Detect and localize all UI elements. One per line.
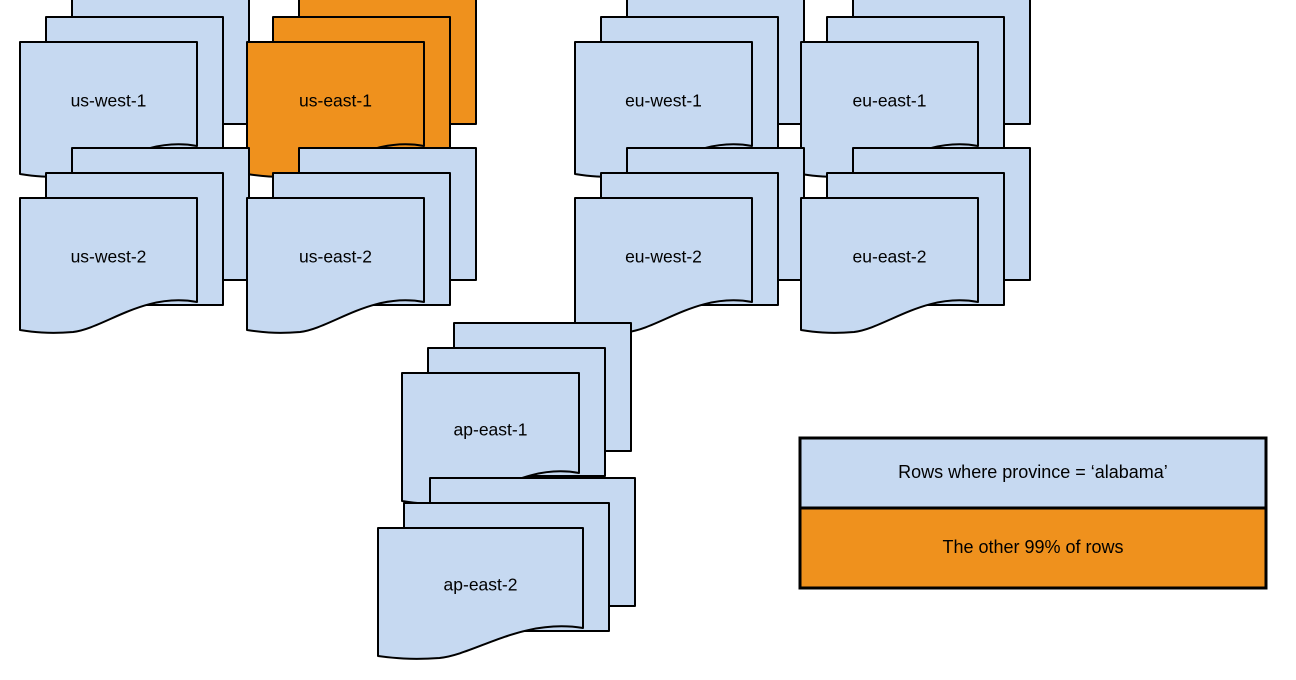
document-stack-eu-east-2[interactable]: eu-east-2 <box>800 147 1031 334</box>
document-stack-us-west-2[interactable]: us-west-2 <box>19 147 250 334</box>
stack-label-eu-east-1: eu-east-1 <box>853 91 927 111</box>
stack-label-us-east-1: us-east-1 <box>299 91 372 111</box>
document-stack-eu-west-2[interactable]: eu-west-2 <box>574 147 805 334</box>
stack-label-us-west-2: us-west-2 <box>71 247 147 267</box>
document-sheet-front <box>19 197 198 334</box>
stack-label-ap-east-2: ap-east-2 <box>444 575 518 595</box>
stack-label-us-west-1: us-west-1 <box>71 91 147 111</box>
document-stacks-group: us-west-1 us-east-1 eu-west-1 eu-east-1 us-w… <box>19 0 1031 660</box>
legend-group: Rows where province = ‘alabama’ The other… <box>798 436 1268 590</box>
document-stack-us-west-1[interactable]: us-west-1 <box>19 0 250 178</box>
document-sheet-front <box>377 527 584 660</box>
stack-label-eu-west-1: eu-west-1 <box>625 91 702 111</box>
document-sheet-front <box>246 197 425 334</box>
stack-label-ap-east-1: ap-east-1 <box>454 420 528 440</box>
legend-swatch-rows-alabama <box>798 436 1268 510</box>
document-stack-ap-east-2[interactable]: ap-east-2 <box>377 477 636 660</box>
document-stack-eu-east-1[interactable]: eu-east-1 <box>800 0 1031 178</box>
document-stack-eu-west-1[interactable]: eu-west-1 <box>574 0 805 178</box>
legend-swatch-other-rows <box>798 506 1268 590</box>
legend-label-other-rows: The other 99% of rows <box>942 537 1123 557</box>
stack-label-eu-west-2: eu-west-2 <box>625 247 702 267</box>
document-stack-ap-east-1[interactable]: ap-east-1 <box>401 322 632 505</box>
stack-label-eu-east-2: eu-east-2 <box>853 247 927 267</box>
legend-label-rows-alabama: Rows where province = ‘alabama’ <box>898 462 1168 482</box>
document-sheet-front <box>800 197 979 334</box>
document-stack-us-east-2[interactable]: us-east-2 <box>246 147 477 334</box>
stack-label-us-east-2: us-east-2 <box>299 247 372 267</box>
